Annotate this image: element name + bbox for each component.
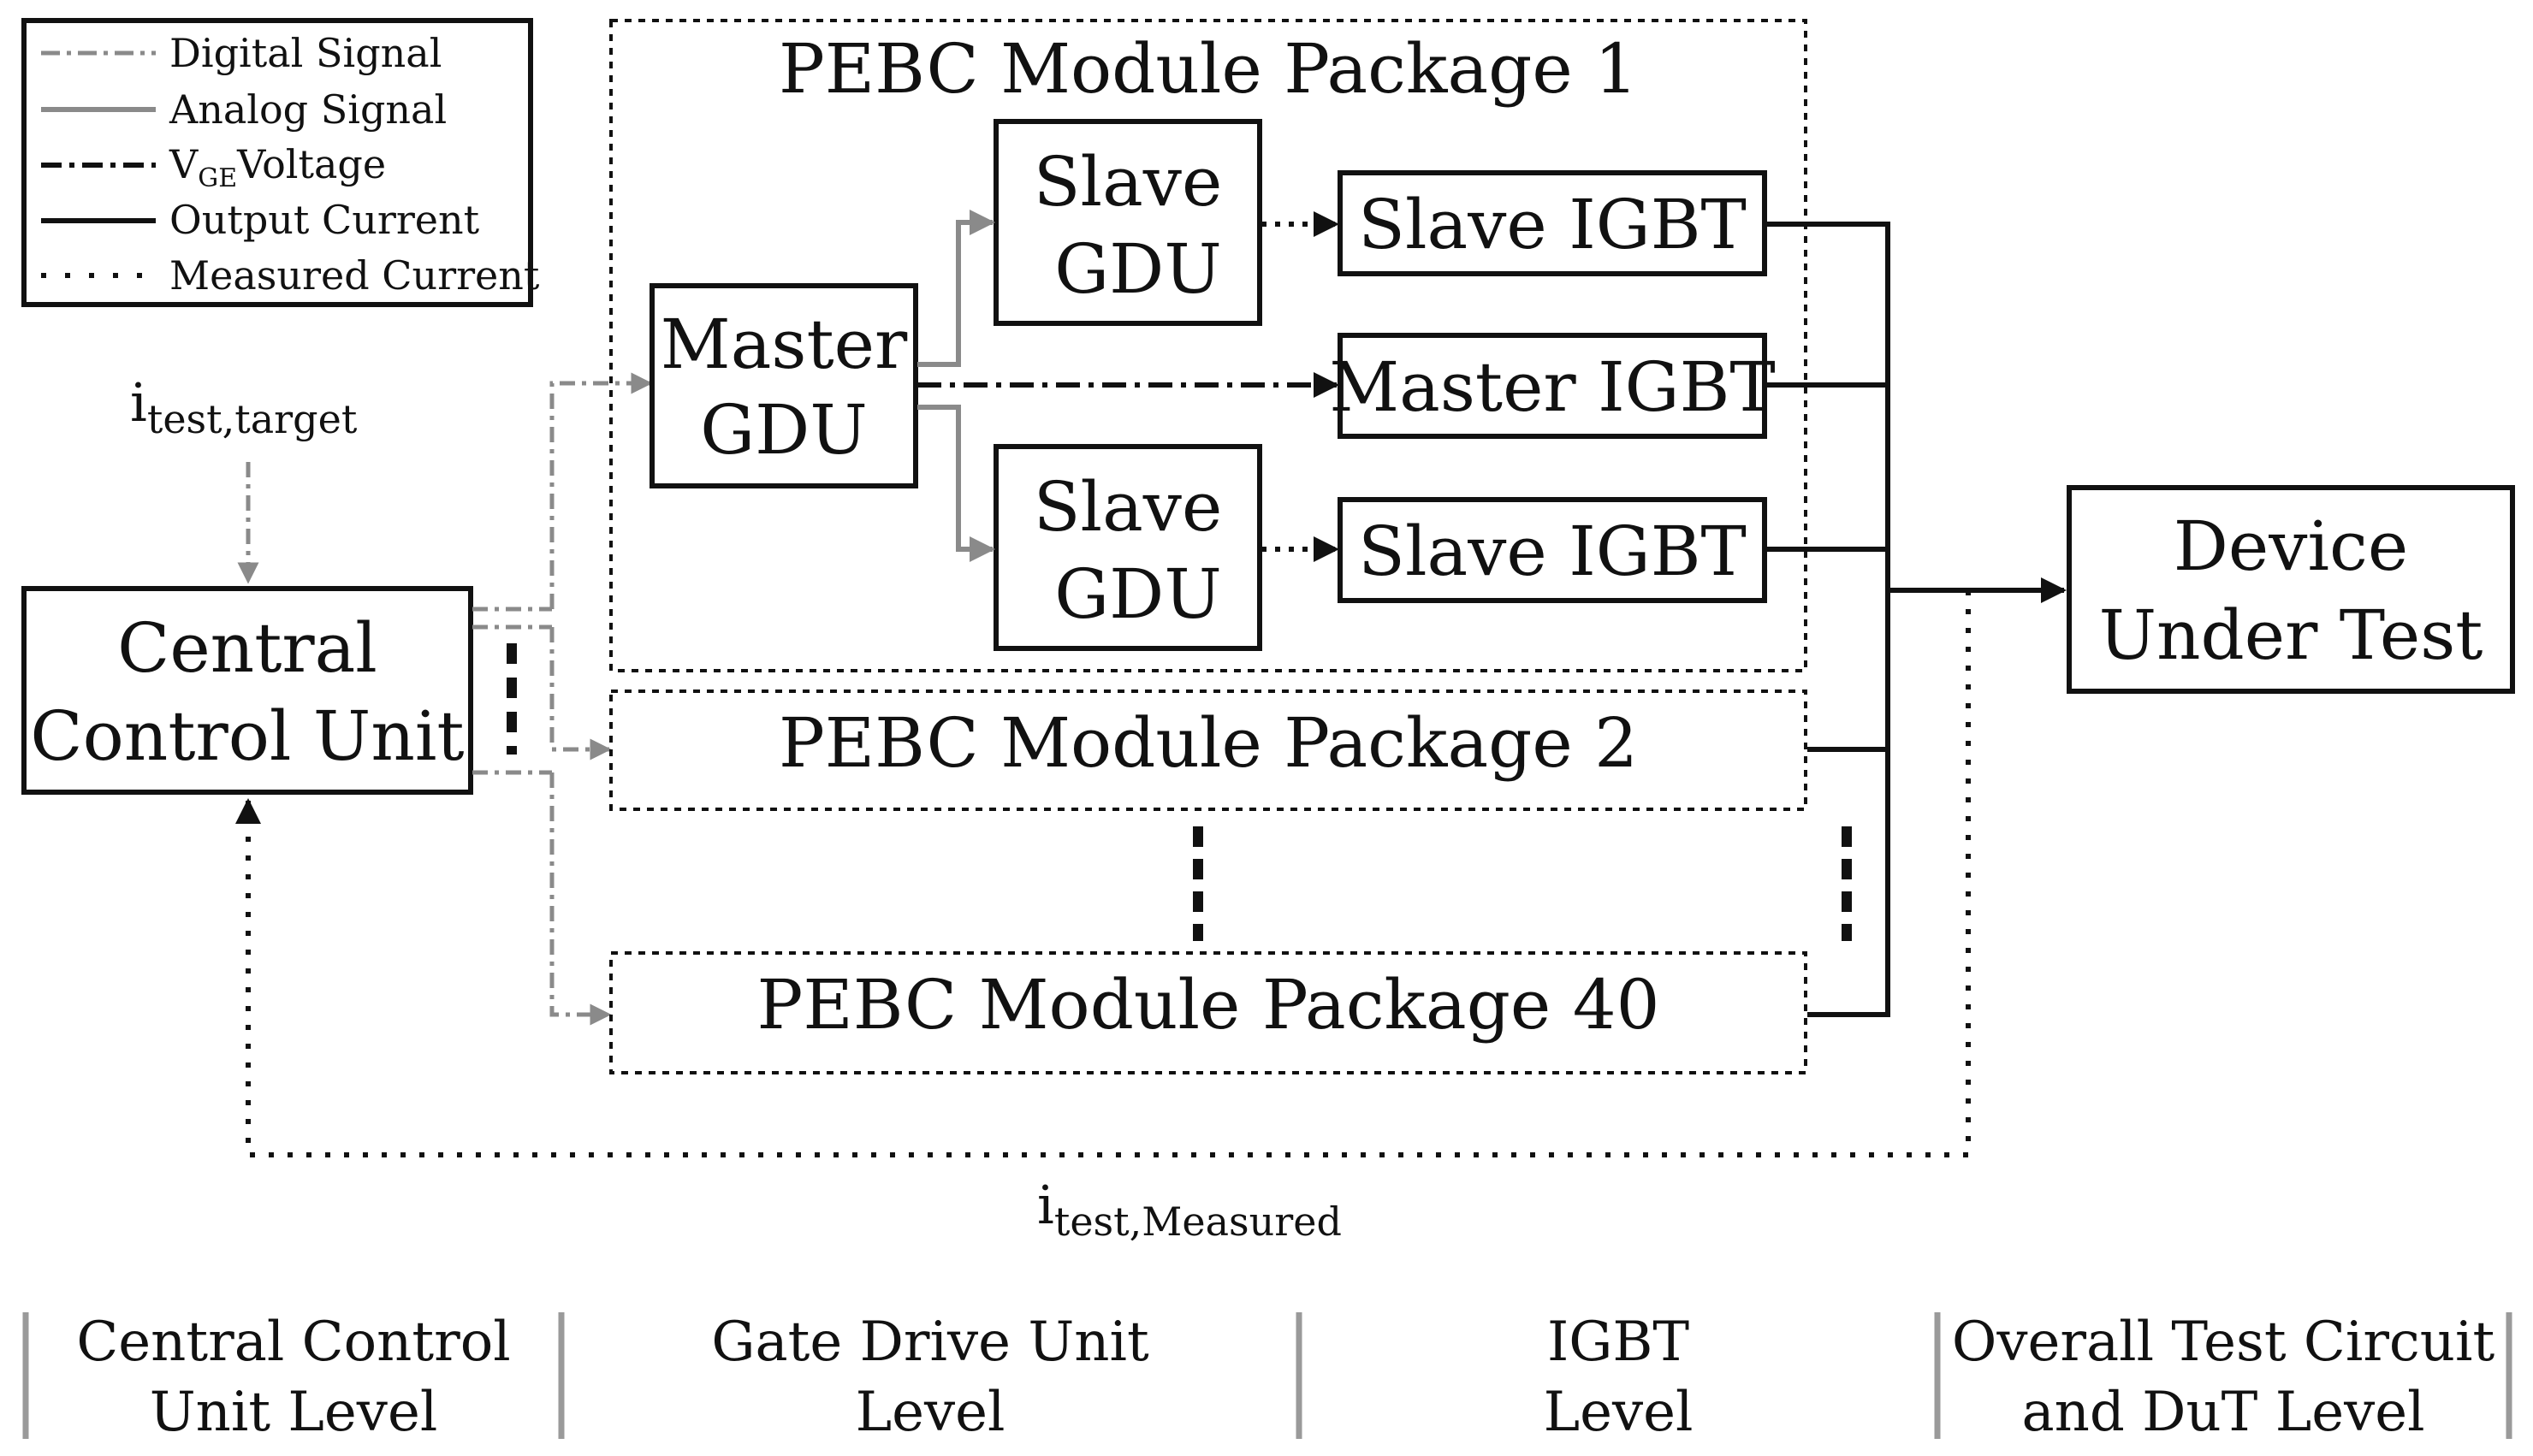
slave-igbt-bottom-box (1338, 497, 1767, 603)
level-ccu-line2: Unit Level (150, 1381, 438, 1444)
package-2-box (609, 690, 1807, 811)
level-igbt-line2: Level (1544, 1381, 1694, 1444)
slave-gdu-top-line2: GDU (1054, 229, 1221, 309)
ccu-digital-links (472, 372, 653, 1026)
analog-links (917, 210, 995, 562)
slave-igbt-top-box (1338, 170, 1767, 276)
ccu-label-line1: Central (117, 608, 377, 688)
legend-analog-label: Analog Signal (169, 86, 447, 133)
dut-line1: Device (2174, 506, 2408, 586)
slave-gdu-top-line1: Slave (1034, 142, 1223, 222)
target-current-label: itest,target (130, 371, 358, 442)
level-gdu-line1: Gate Drive Unit (711, 1311, 1149, 1374)
slave-igbt-top: Slave IGBT (1338, 170, 1767, 276)
central-control-unit: Central Control Unit (21, 586, 473, 795)
ccu-label-line2: Control Unit (30, 696, 464, 776)
slave-igbt-bottom: Slave IGBT (1338, 497, 1767, 603)
level-gdu-line2: Level (856, 1381, 1005, 1444)
master-gdu: Master GDU (650, 283, 918, 488)
slave-igbt-bottom-label: Slave IGBT (1358, 512, 1747, 591)
package-2-title: PEBC Module Package 2 (779, 703, 1638, 783)
legend: Digital Signal Analog Signal VGEVoltage … (21, 18, 540, 307)
master-gdu-line2: GDU (700, 390, 867, 470)
package-1-box (609, 19, 1807, 672)
dut-line2: Under Test (2099, 595, 2483, 675)
slave-gdu-bottom-line1: Slave (1034, 467, 1223, 547)
slave-gdu-top: Slave GDU (994, 119, 1262, 326)
vge-links (917, 211, 1339, 562)
slave-gdu-bottom-line2: GDU (1054, 554, 1221, 634)
legend-digital-label: Digital Signal (169, 30, 442, 76)
legend-box (21, 18, 533, 307)
level-ccu-line1: Central Control (76, 1311, 510, 1374)
master-igbt: Master IGBT (1329, 333, 1776, 439)
output-current-bus (1766, 222, 2067, 1017)
package-1-title: PEBC Module Package 1 (779, 29, 1638, 109)
master-igbt-label: Master IGBT (1329, 347, 1775, 427)
package-40-title: PEBC Module Package 40 (757, 965, 1660, 1045)
ccu-box (21, 586, 473, 795)
slave-gdu-top-box (994, 119, 1262, 326)
slave-gdu-bottom: Slave GDU (994, 444, 1262, 651)
dut-box (2067, 485, 2515, 694)
device-under-test: Device Under Test (2067, 485, 2515, 694)
master-gdu-line1: Master (661, 305, 908, 384)
level-igbt-line1: IGBT (1547, 1311, 1689, 1374)
measured-current-label: itest,Measured (1037, 1174, 1342, 1245)
master-igbt-box (1338, 333, 1767, 439)
legend-output-label: Output Current (169, 197, 480, 243)
level-bar: Central Control Unit Level Gate Drive Un… (22, 1311, 2512, 1444)
level-dut-line2: and DuT Level (2021, 1381, 2424, 1444)
slave-gdu-bottom-box (994, 444, 1262, 651)
master-gdu-box (650, 283, 918, 488)
level-dut-line1: Overall Test Circuit (1952, 1311, 2495, 1374)
slave-igbt-top-label: Slave IGBT (1358, 185, 1747, 264)
legend-vge-label: VGEVoltage (169, 141, 386, 193)
measured-current-feedback (235, 590, 1971, 1157)
legend-measured-label: Measured Current (169, 252, 540, 299)
